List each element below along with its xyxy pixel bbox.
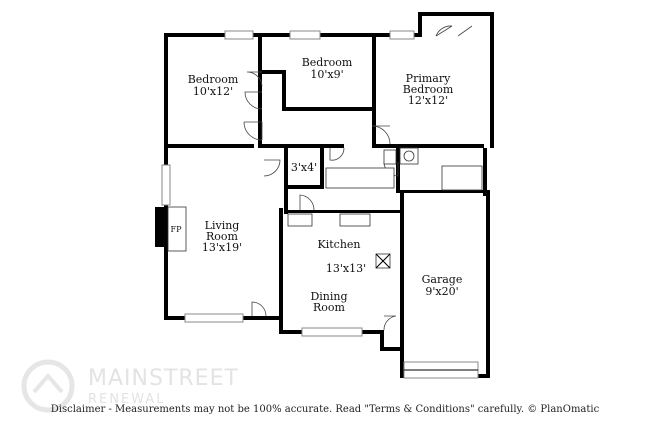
fixtures	[167, 147, 483, 269]
room-bedroom-2: Bedroom 10'x9'	[302, 56, 353, 81]
watermark-brand: MAINSTREET	[88, 366, 239, 391]
room-size: 9'x20'	[425, 285, 458, 298]
watermark-logo-icon	[21, 359, 75, 413]
watermark: MAINSTREET RENEWAL	[21, 359, 239, 413]
room-living: Living Room 13'x19'	[202, 219, 242, 254]
room-size: 12'x12'	[408, 94, 448, 107]
room-size: 13'x19'	[202, 241, 242, 254]
room-size: 3'x4'	[291, 161, 317, 174]
room-name-line1: Primary	[406, 72, 451, 85]
room-size: 10'x9'	[310, 68, 343, 81]
room-size: 13'x13'	[326, 262, 366, 275]
fireplace: FP	[171, 225, 183, 234]
room-size: 10'x12'	[193, 85, 233, 98]
room-bedroom-1: Bedroom 10'x12'	[188, 73, 239, 98]
room-name: Kitchen	[318, 238, 361, 251]
room-name-line1: Living	[205, 219, 240, 232]
room-garage: Garage 9'x20'	[422, 273, 463, 298]
windows	[161, 30, 479, 379]
room-kitchen: Kitchen 13'x13'	[318, 238, 367, 275]
disclaimer-text: Disclaimer - Measurements may not be 100…	[51, 404, 600, 415]
room-name: Bedroom	[188, 73, 239, 86]
room-name-line2: Room	[206, 230, 239, 243]
room-name: Bedroom	[302, 56, 353, 69]
watermark-sub: RENEWAL	[88, 392, 165, 407]
fireplace-label: FP	[171, 225, 183, 234]
room-primary-bedroom: Primary Bedroom 12'x12'	[403, 72, 454, 107]
room-name-line1: Dining	[310, 290, 347, 303]
room-dining: Dining Room	[310, 290, 347, 314]
room-name-line2: Room	[313, 301, 346, 314]
room-closet: 3'x4'	[291, 161, 317, 174]
room-name-line2: Bedroom	[403, 83, 454, 96]
room-name: Garage	[422, 273, 463, 286]
